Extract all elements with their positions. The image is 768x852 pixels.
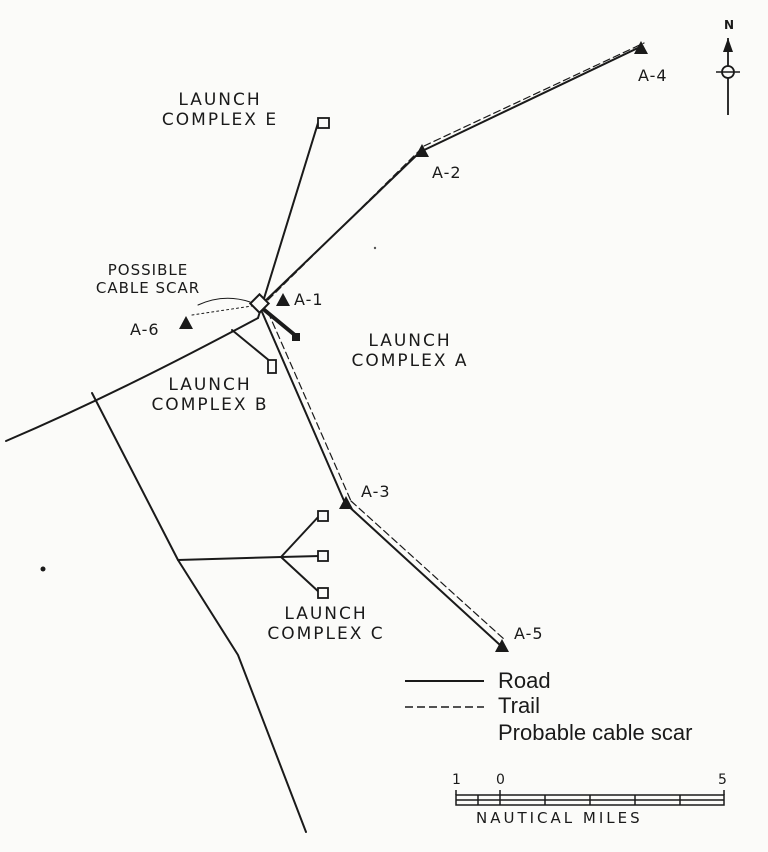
complex-c-branch-3 xyxy=(280,556,321,594)
site-a1-triangle xyxy=(276,293,290,306)
complex-e-pad xyxy=(317,117,330,129)
ink-speck xyxy=(373,246,377,250)
site-a4-triangle xyxy=(634,41,648,54)
complex-e-label: LAUNCH COMPLEX E xyxy=(161,90,279,130)
site-a3-triangle xyxy=(339,496,353,509)
site-a3-label: A-3 xyxy=(361,482,391,501)
cable-scar-annotation: POSSIBLE CABLE SCAR xyxy=(95,261,201,297)
site-a5-label: A-5 xyxy=(514,624,544,643)
complex-c-branch-2 xyxy=(280,555,321,558)
main-road xyxy=(5,317,259,442)
a1-spur xyxy=(260,306,298,338)
site-a6-triangle xyxy=(179,316,193,329)
central-junction-marker xyxy=(248,292,271,315)
scale-unit-label: NAUTICAL MILES xyxy=(476,809,643,827)
north-label: N xyxy=(724,18,735,32)
north-arrow-icon xyxy=(716,38,740,115)
trail-a3 xyxy=(267,311,352,502)
complex-c-pad-3 xyxy=(317,587,329,599)
complex-b-label: LAUNCH COMPLEX B xyxy=(151,375,269,415)
complex-e-road xyxy=(257,122,319,319)
site-a4-label: A-4 xyxy=(638,66,668,85)
scale-label-0: 0 xyxy=(496,772,505,788)
site-a1-label: A-1 xyxy=(294,290,324,309)
road-a3 xyxy=(261,311,346,504)
complex-c-road xyxy=(177,556,282,561)
legend-cable-scar-label: Probable cable scar xyxy=(498,720,693,745)
scale-label-1: 1 xyxy=(452,772,461,788)
cable-scar-pointer xyxy=(197,297,251,306)
legend-road-label: Road xyxy=(498,668,551,693)
site-a5-triangle xyxy=(495,639,509,652)
scale-label-5: 5 xyxy=(718,772,727,788)
scale-bar xyxy=(455,790,725,806)
complex-c-pad-1 xyxy=(317,510,329,522)
complex-c-branch-1 xyxy=(280,514,321,558)
complex-b-pad xyxy=(267,359,277,374)
legend-trail-label: Trail xyxy=(498,693,540,718)
site-a2-triangle xyxy=(415,144,429,157)
a1-square-marker xyxy=(292,333,300,341)
complex-b-road xyxy=(231,329,272,363)
complex-a-label: LAUNCH COMPLEX A xyxy=(351,331,469,371)
site-a2-label: A-2 xyxy=(432,163,462,182)
cable-scar-line xyxy=(191,305,253,316)
west-road xyxy=(91,392,307,833)
road-a4 xyxy=(419,46,641,153)
complex-c-pad-2 xyxy=(317,550,329,562)
ink-speck xyxy=(40,566,46,572)
complex-c-label: LAUNCH COMPLEX C xyxy=(267,604,385,644)
trail-a4 xyxy=(423,42,645,147)
trail-a2 xyxy=(267,145,425,301)
site-a6-label: A-6 xyxy=(130,320,160,339)
trail-a5 xyxy=(350,500,506,641)
road-a5 xyxy=(344,502,501,646)
